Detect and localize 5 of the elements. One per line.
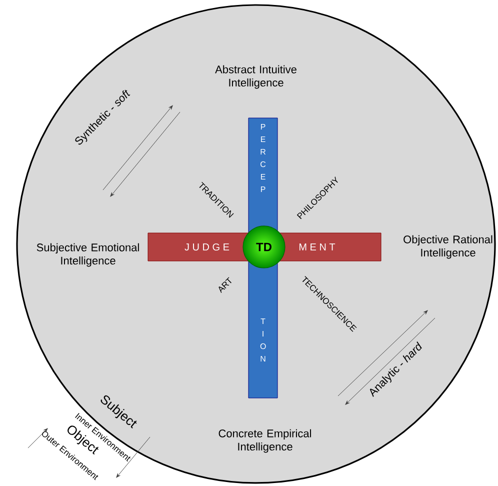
heading-text: Abstract Intuitive Intelligence [215, 65, 296, 89]
heading-text: Subjective Emotional Intelligence [36, 243, 139, 267]
heading-text: Objective Rational Intelligence [404, 235, 492, 259]
outer-circle [16, 4, 496, 484]
heading-text: Concrete Empirical Intelligence [218, 429, 312, 453]
